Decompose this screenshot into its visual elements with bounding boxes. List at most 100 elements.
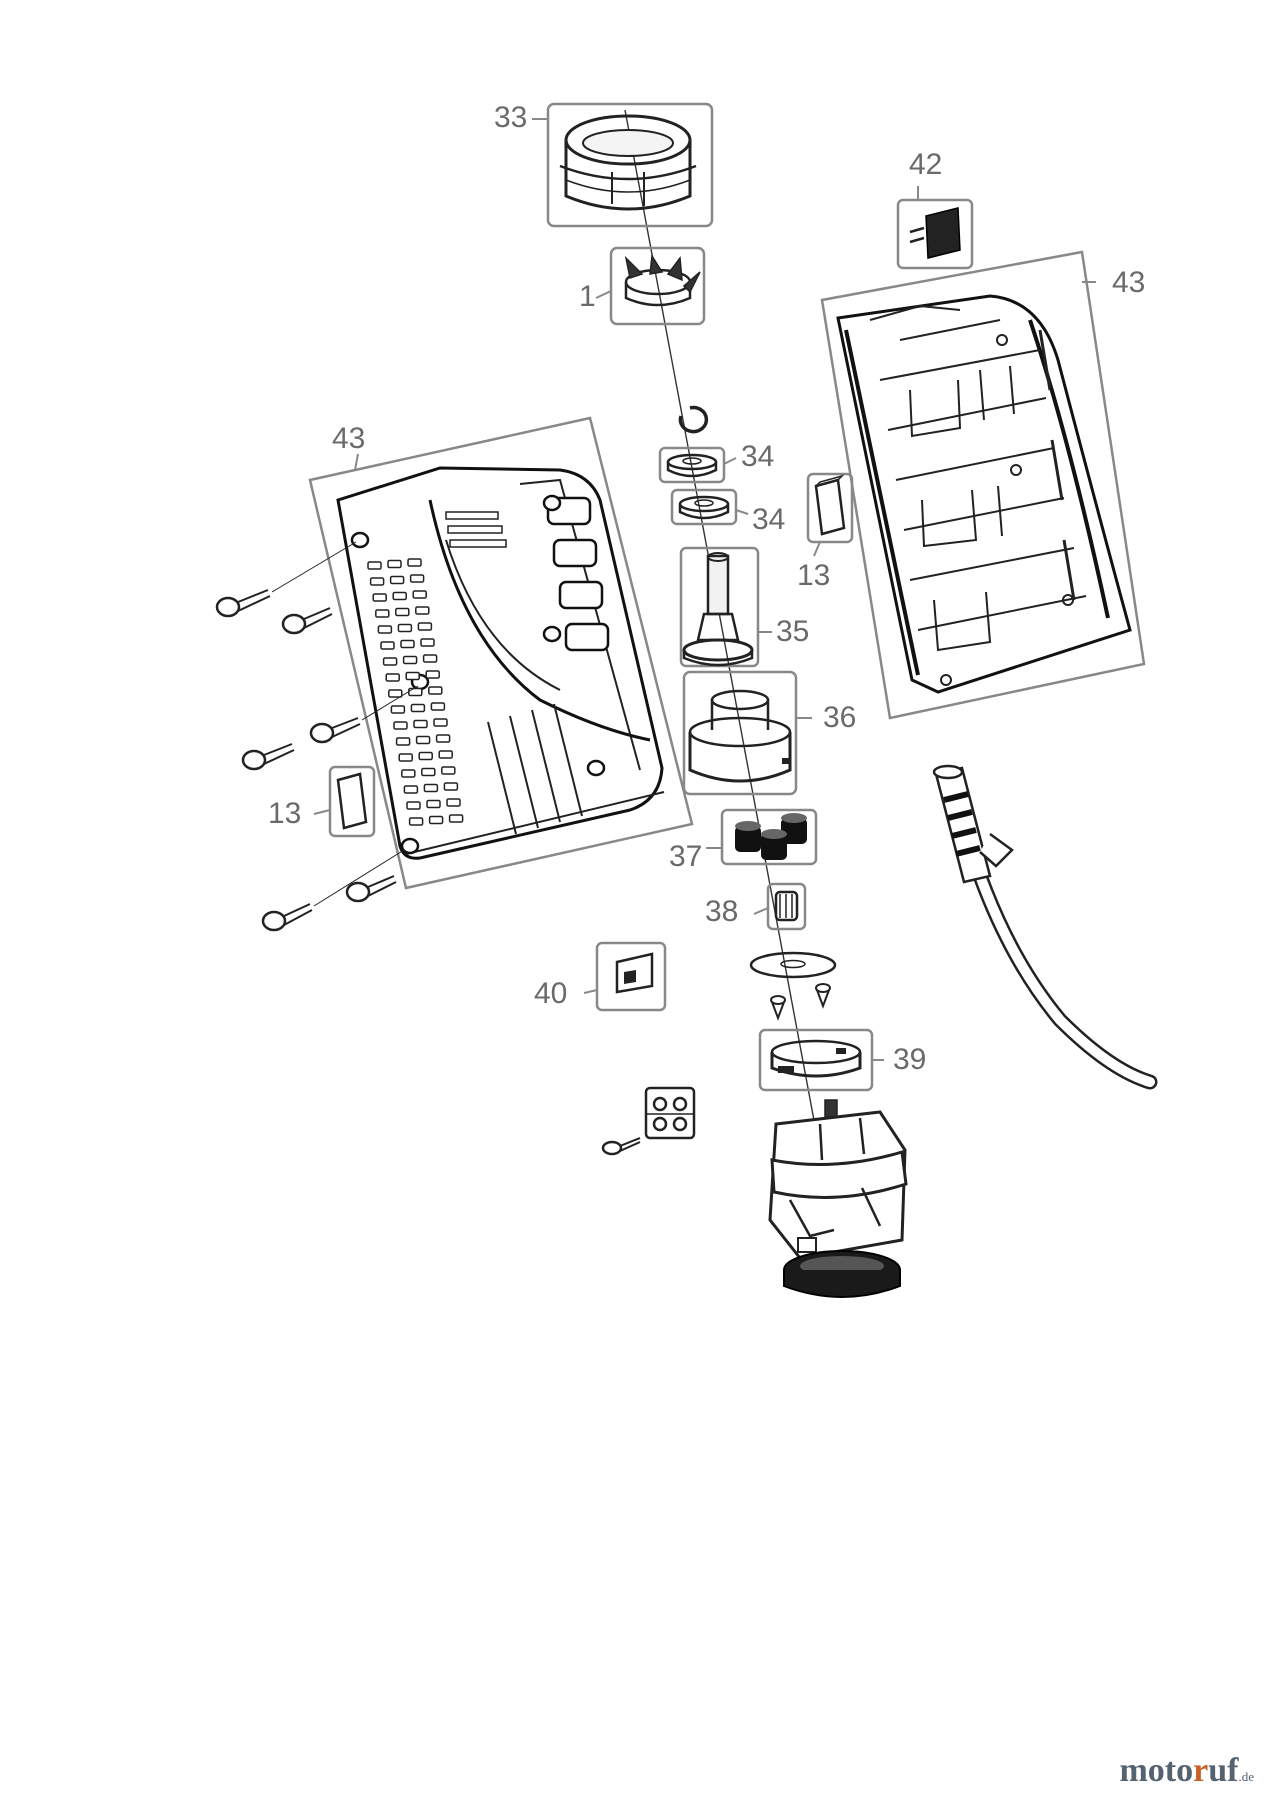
vent-slot (403, 785, 419, 794)
part-38-pinion (753, 882, 807, 931)
vent-slot (433, 718, 448, 727)
housing-screws (215, 541, 419, 932)
vent-slot (387, 559, 402, 569)
part-34-washer-lower (670, 488, 749, 526)
vent-slot (385, 673, 400, 682)
brand-watermark: motoruf.de (1119, 1754, 1254, 1788)
label-part-43-right: 43 (1112, 266, 1146, 299)
screw-4 (309, 685, 419, 744)
circlip (678, 405, 709, 434)
part-1-impeller (595, 246, 706, 326)
vent-slot (425, 670, 440, 679)
screw-5 (261, 849, 405, 932)
vent-slot (412, 590, 427, 599)
vent-slot (426, 799, 441, 809)
screw-1 (215, 541, 357, 618)
label-part-13-right: 13 (797, 559, 831, 592)
vent-slot (410, 703, 426, 713)
label-part-1: 1 (579, 280, 596, 313)
vent-slot (422, 654, 438, 663)
vent-slot (420, 638, 435, 647)
label-part-34-lower: 34 (752, 503, 786, 536)
vent-slot (390, 705, 406, 714)
part-13-block-left (313, 765, 376, 838)
part-34-washer-upper (658, 446, 737, 484)
vent-slot (367, 561, 382, 570)
label-part-33: 33 (494, 101, 528, 134)
part-35-shaft (679, 546, 772, 668)
label-part-43-left: 43 (332, 422, 366, 455)
vent-slot (392, 591, 407, 601)
terminal-screw (601, 1137, 641, 1156)
vent-slot (395, 737, 411, 746)
screw-2 (281, 607, 333, 635)
brand-name-end: uf (1208, 1752, 1239, 1789)
part-42-rocker-switch (896, 186, 974, 270)
label-part-35: 35 (776, 615, 810, 648)
vent-slot (415, 735, 431, 745)
screw-3 (241, 743, 295, 771)
vent-slot (400, 639, 415, 649)
vent-slot (380, 641, 395, 650)
vent-slot (406, 801, 421, 810)
brand-tld: .de (1238, 1769, 1254, 1784)
vent-slot (417, 622, 433, 631)
vent-slot (393, 721, 408, 730)
vent-slot (443, 782, 459, 791)
housing-vent-slots (367, 558, 464, 826)
label-part-34-upper: 34 (741, 440, 775, 473)
label-part-39: 39 (893, 1043, 927, 1076)
vent-slot (389, 575, 405, 585)
label-part-42: 42 (909, 148, 943, 181)
part-43-housing-left (308, 416, 694, 890)
vent-slot (401, 769, 416, 778)
vent-slot (402, 655, 418, 665)
vent-slot (428, 686, 443, 695)
small-screws (770, 983, 831, 1021)
vent-slot (372, 593, 387, 602)
part-39-seal-ring (758, 1028, 884, 1092)
vent-slot (407, 558, 422, 567)
vent-slot (408, 817, 424, 826)
vent-slot (430, 702, 446, 711)
brand-name-accent: r (1193, 1752, 1209, 1789)
power-cable (932, 764, 1158, 1090)
vent-slot (388, 689, 403, 698)
vent-slot (415, 606, 430, 615)
label-part-40: 40 (534, 977, 568, 1010)
brand-name-start: moto (1119, 1752, 1194, 1789)
part-36-housing-cap (682, 670, 812, 796)
vent-slot (405, 671, 420, 681)
vent-slot (369, 577, 385, 586)
vent-slot (423, 783, 439, 793)
part-43-housing-right (820, 250, 1146, 720)
vent-slot (375, 609, 390, 618)
label-part-37: 37 (669, 840, 703, 873)
vent-slot (395, 607, 410, 617)
vent-slot (428, 815, 444, 825)
vent-slot (435, 734, 451, 743)
vent-slot (421, 767, 436, 777)
vent-slot (438, 750, 453, 759)
vent-slot (446, 798, 461, 807)
vent-slot (377, 625, 393, 634)
terminal-block (644, 1086, 696, 1140)
vent-slot (398, 753, 413, 762)
part-13-block-right (806, 472, 854, 557)
part-40-cover (583, 941, 667, 1012)
part-37-planet-gears (706, 808, 818, 866)
vent-slot (382, 657, 398, 666)
label-part-36: 36 (823, 701, 857, 734)
label-part-13-left: 13 (268, 797, 302, 830)
vent-slot (397, 623, 413, 633)
vent-slot (408, 687, 423, 697)
part-33-hose-connector (532, 102, 714, 228)
label-part-38: 38 (705, 895, 739, 928)
screw-6 (345, 875, 397, 903)
motor-assembly (768, 1099, 908, 1298)
vent-slot (413, 719, 428, 729)
flat-washer (749, 951, 837, 979)
vent-slot (441, 766, 456, 775)
vent-slot (409, 574, 425, 583)
